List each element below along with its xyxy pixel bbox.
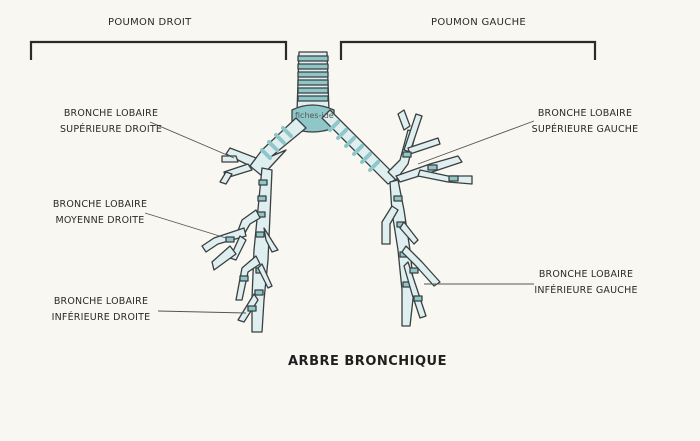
right-middle-lobe-branches [201,209,261,271]
trachea [291,51,335,133]
left-lung-bracket [339,40,597,60]
left-lung-heading: POUMON GAUCHE [431,17,527,28]
right-lower-lobe-branches [235,227,279,323]
left-lower-lobe-branches [381,179,441,327]
leader-upper-right [149,121,235,159]
watermark: fiches-ide [295,111,334,120]
label-lower-right-lobar-bronchus: BRONCHE LOBAIRE INFÉRIEURE DROITE [51,296,151,323]
leader-middle-right [144,212,227,239]
leader-lower-right [157,310,247,314]
right-lung-bracket [29,40,288,60]
label-middle-right-lobar-bronchus: BRONCHE LOBAIRE MOYENNE DROITE [52,199,148,226]
label-upper-right-lobar-bronchus: BRONCHE LOBAIRE SUPÉRIEURE DROITE [59,108,163,135]
bronchial-tree [201,51,473,333]
right-upper-lobe-branches [219,147,257,185]
left-upper-lobe-branches [387,109,473,185]
leader-upper-left [417,120,535,165]
right-main-bronchus [249,117,307,177]
label-upper-left-lobar-bronchus: BRONCHE LOBAIRE SUPÉRIEURE GAUCHE [531,108,639,135]
label-lower-left-lobar-bronchus: BRONCHE LOBAIRE INFÉRIEURE GAUCHE [534,269,638,296]
diagram-title: ARBRE BRONCHIQUE [288,354,447,369]
leader-lines [144,120,535,314]
left-main-bronchus [321,109,399,185]
right-lung-heading: POUMON DROIT [108,17,192,28]
